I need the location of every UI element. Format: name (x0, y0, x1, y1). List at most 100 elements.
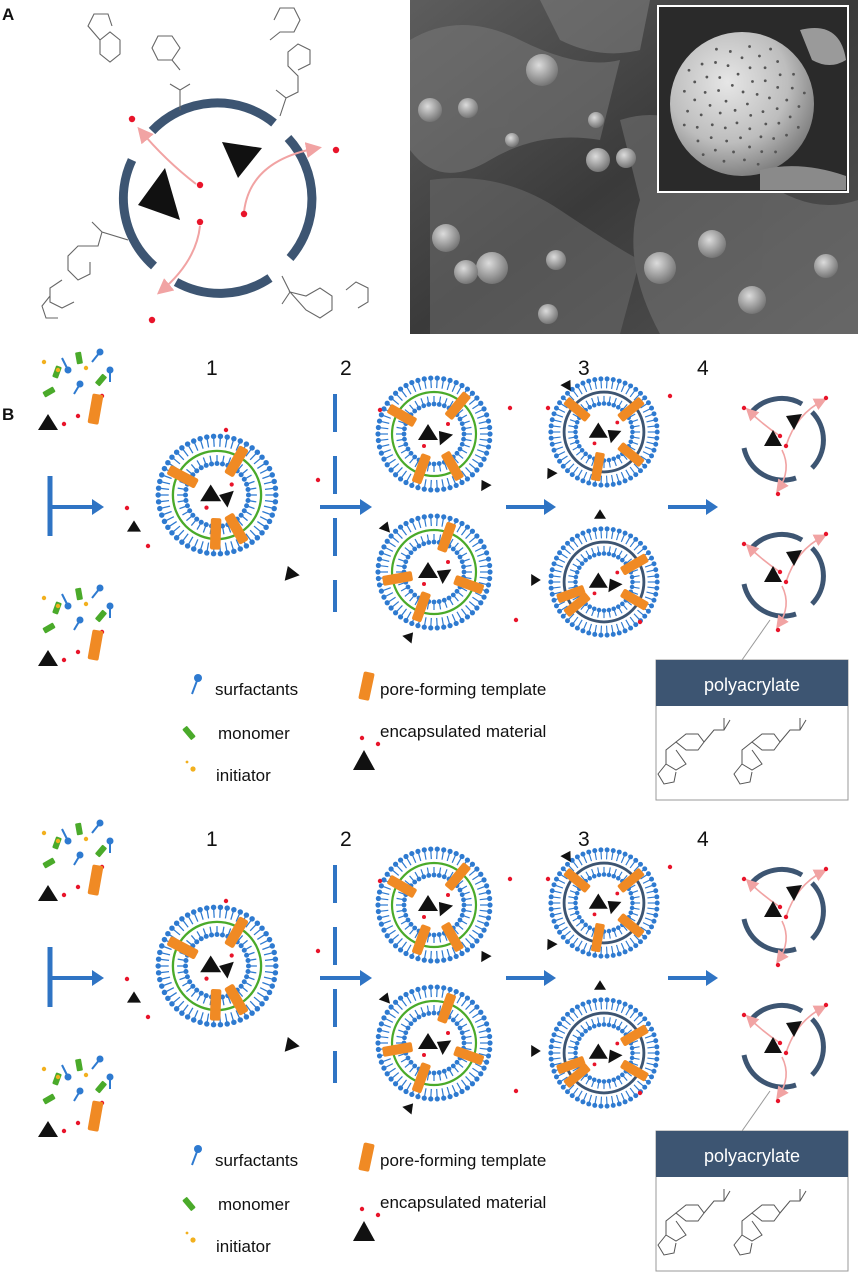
legend-monomer: monomer (218, 724, 290, 743)
legend-initiator: initiator (216, 766, 271, 785)
microsphere (454, 260, 478, 284)
polyacrylate-inset: polyacrylate (655, 659, 849, 801)
capsule-shell-segment (284, 134, 317, 261)
cargo-triangle (481, 950, 492, 963)
cargo-dot (315, 948, 321, 954)
cargo-triangle (127, 991, 141, 1003)
cargo-triangle (200, 484, 222, 502)
porous-capsule (742, 396, 828, 496)
reagent-mixture (37, 818, 115, 902)
cargo-triangle (588, 422, 608, 438)
cargo-triangle (438, 431, 454, 446)
cargo-triangle (608, 1049, 623, 1064)
capsule-shell-segment (148, 98, 277, 135)
pore-forming-template (617, 868, 645, 893)
cargo-triangle (436, 1040, 452, 1056)
pore-forming-template (167, 936, 199, 960)
legend: surfactantsmonomerinitiatorpore-forming … (182, 671, 546, 785)
cargo-triangle (402, 632, 414, 644)
process-arrow-head (360, 970, 372, 986)
encapsulated-triangle-icon (353, 1221, 375, 1241)
pore-forming-template (437, 992, 456, 1024)
cargo-triangle (560, 379, 571, 392)
cargo-triangle (436, 569, 452, 585)
process-arrow-head (706, 970, 718, 986)
cargo-triangle (219, 961, 234, 979)
pore-forming-template (437, 521, 456, 553)
pore-forming-template (563, 1063, 591, 1088)
step-number: 2 (340, 357, 352, 380)
porous-capsule (742, 867, 828, 967)
pore-forming-template (224, 445, 249, 477)
microsphere (418, 98, 442, 122)
cargo-triangle (418, 895, 438, 911)
pore-forming-template (209, 988, 222, 1021)
surfactant-vesicle (374, 374, 494, 494)
process-arrow-head (544, 499, 556, 515)
cargo-dot (545, 876, 551, 882)
cargo-dot (377, 878, 383, 884)
porous-capsule (742, 532, 828, 632)
monomer-icon (182, 1197, 196, 1211)
pore-forming-template (563, 397, 591, 422)
porous-capsule (742, 1003, 828, 1103)
cargo-triangle (219, 490, 234, 508)
pore-forming-template (563, 868, 591, 893)
process-arrow-head (544, 970, 556, 986)
microsphere (644, 252, 676, 284)
panel-a-label: A (2, 5, 14, 24)
step-number: 2 (340, 828, 352, 851)
cargo-dot (667, 864, 673, 870)
surfactant-vesicle (374, 845, 494, 965)
microsphere (586, 148, 610, 172)
microsphere (698, 230, 726, 258)
surfactant-vesicle (547, 375, 661, 489)
microsphere (588, 112, 604, 128)
cargo-triangle (402, 1103, 414, 1115)
surfactant-vesicle (547, 525, 661, 639)
sem-micrograph (410, 0, 858, 334)
cargo-triangle (378, 992, 390, 1004)
legend-surfactants: surfactants (215, 680, 298, 699)
cargo-triangle (138, 168, 180, 220)
pore-forming-template (620, 553, 649, 575)
legend-encapsulated-material: encapsulated material (380, 1193, 546, 1212)
capsule-shell-segment (118, 158, 158, 270)
cargo-triangle (127, 520, 141, 532)
step-number: 4 (697, 828, 709, 851)
pore-forming-template (617, 397, 645, 422)
callout-line (741, 619, 771, 661)
process-arrow-head (92, 499, 104, 515)
cargo-triangle (594, 509, 606, 519)
cargo-dot (513, 1088, 519, 1094)
porous-sphere-closeup (670, 32, 814, 176)
surfactant-vesicle (547, 846, 661, 960)
pore-forming-template (224, 513, 249, 545)
cargo-dot (315, 477, 321, 483)
pore-forming-template (453, 575, 485, 594)
microsphere (505, 133, 519, 147)
legend-initiator: initiator (216, 1237, 271, 1256)
cargo-triangle (284, 565, 300, 581)
pore-forming-template (209, 517, 222, 550)
capsule-shell-segment (173, 274, 273, 298)
encapsulated-triangle-icon (353, 750, 375, 770)
microsphere (546, 250, 566, 270)
process-arrow-head (360, 499, 372, 515)
release-arrow (156, 225, 201, 295)
legend-encapsulated-material: encapsulated material (380, 722, 546, 741)
sem-inset (657, 5, 849, 193)
panel-a-capsule-diagram (41, 7, 369, 324)
cargo-triangle (594, 980, 606, 990)
pore-forming-template (412, 924, 431, 956)
cargo-triangle (547, 467, 558, 480)
pore-forming-template (556, 585, 586, 603)
cargo-triangle (607, 900, 622, 915)
pore-forming-template (445, 862, 471, 891)
pore-forming-template (617, 442, 645, 467)
process-arrow-head (706, 499, 718, 515)
step-number: 1 (206, 357, 218, 380)
cargo-dot (145, 543, 151, 549)
surfactant-vesicle (547, 996, 661, 1110)
